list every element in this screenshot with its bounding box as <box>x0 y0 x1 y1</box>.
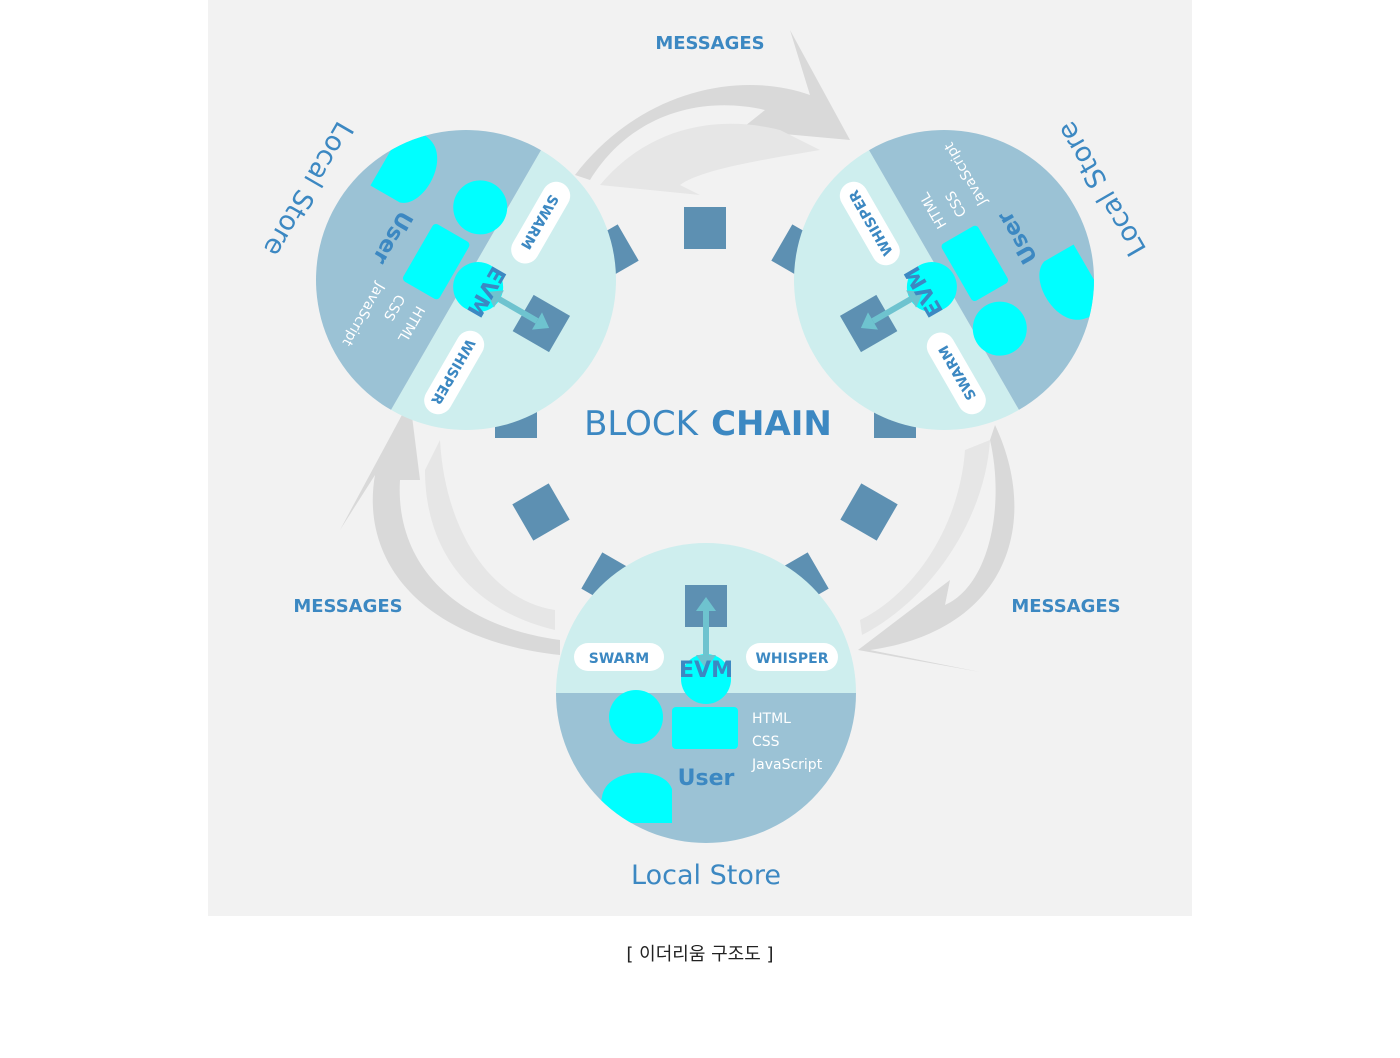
block <box>684 207 726 249</box>
user-label: User <box>678 766 735 791</box>
messages-label-top: MESSAGES <box>655 33 764 54</box>
lang-css: CSS <box>752 734 780 750</box>
left-message-arrow-inner <box>425 440 555 630</box>
lang-html: HTML <box>752 711 791 727</box>
swarm-label: SWARM <box>589 651 649 667</box>
block <box>840 483 898 541</box>
right-message-arrow-inner <box>860 440 990 635</box>
block-chain-label: BLOCK CHAIN <box>584 404 832 444</box>
block <box>512 483 570 541</box>
messages-label-left: MESSAGES <box>293 596 402 617</box>
local-store-label: Local Store <box>631 860 781 891</box>
top-message-arrow-inner <box>600 123 820 195</box>
left-message-arrow <box>340 400 560 655</box>
evm-label: EVM <box>679 658 733 683</box>
message-arrows <box>340 30 1015 672</box>
diagram-caption: [ 이더리움 구조도 ] <box>626 944 774 965</box>
top-message-arrow <box>575 30 850 180</box>
whisper-label: WHISPER <box>755 651 828 667</box>
right-message-arrow <box>858 425 1015 672</box>
lang-javascript: JavaScript <box>751 757 823 773</box>
node-bottom: SWARM WHISPER EVM User HTML CSS JavaScri… <box>556 543 856 891</box>
messages-label-right: MESSAGES <box>1011 596 1120 617</box>
